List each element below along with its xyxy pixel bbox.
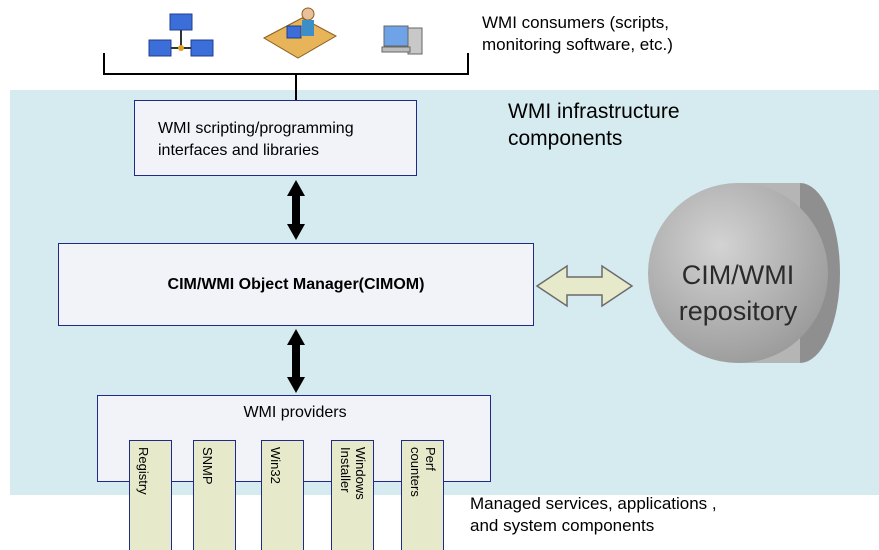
- double-arrow-scripting-cimom: [287, 180, 305, 240]
- provider-perf-counters-label: Perf counters: [408, 447, 438, 497]
- connectors-and-icons: [103, 7, 840, 393]
- providers-title: WMI providers: [243, 404, 347, 421]
- scripting-interfaces-label: WMI scripting/programming interfaces and…: [158, 120, 354, 159]
- cimom-box: CIM/WMI Object Manager(CIMOM): [58, 243, 534, 326]
- repository-label: CIM/WMI repository: [678, 260, 798, 326]
- provider-snmp: SNMP: [193, 440, 236, 550]
- provider-registry: Registry: [129, 440, 172, 550]
- desktop-computer-icon: [381, 25, 423, 55]
- repository-cylinder: [648, 183, 840, 363]
- provider-win32: Win32: [261, 440, 304, 550]
- scripting-interfaces-box: WMI scripting/programming interfaces and…: [134, 100, 417, 176]
- consumer-bus: [103, 53, 469, 100]
- provider-windows-installer-label: Windows Installer: [338, 447, 368, 500]
- provider-perf-counters: Perf counters: [401, 440, 444, 550]
- provider-snmp-label: SNMP: [200, 447, 215, 485]
- consumers-label: WMI consumers (scripts, monitoring softw…: [482, 13, 673, 54]
- infrastructure-title: WMI infrastructure components: [508, 100, 680, 150]
- cimom-label: CIM/WMI Object Manager(CIMOM): [167, 275, 425, 293]
- double-arrow-cimom-repository: [535, 264, 634, 308]
- provider-win32-label: Win32: [268, 447, 283, 484]
- user-at-computer-icon: [262, 7, 338, 59]
- provider-registry-label: Registry: [136, 447, 151, 495]
- managed-components-label: Managed services, applications , and sys…: [470, 494, 717, 535]
- provider-windows-installer: Windows Installer: [331, 440, 374, 550]
- network-icon: [148, 13, 214, 57]
- double-arrow-cimom-providers: [287, 329, 305, 393]
